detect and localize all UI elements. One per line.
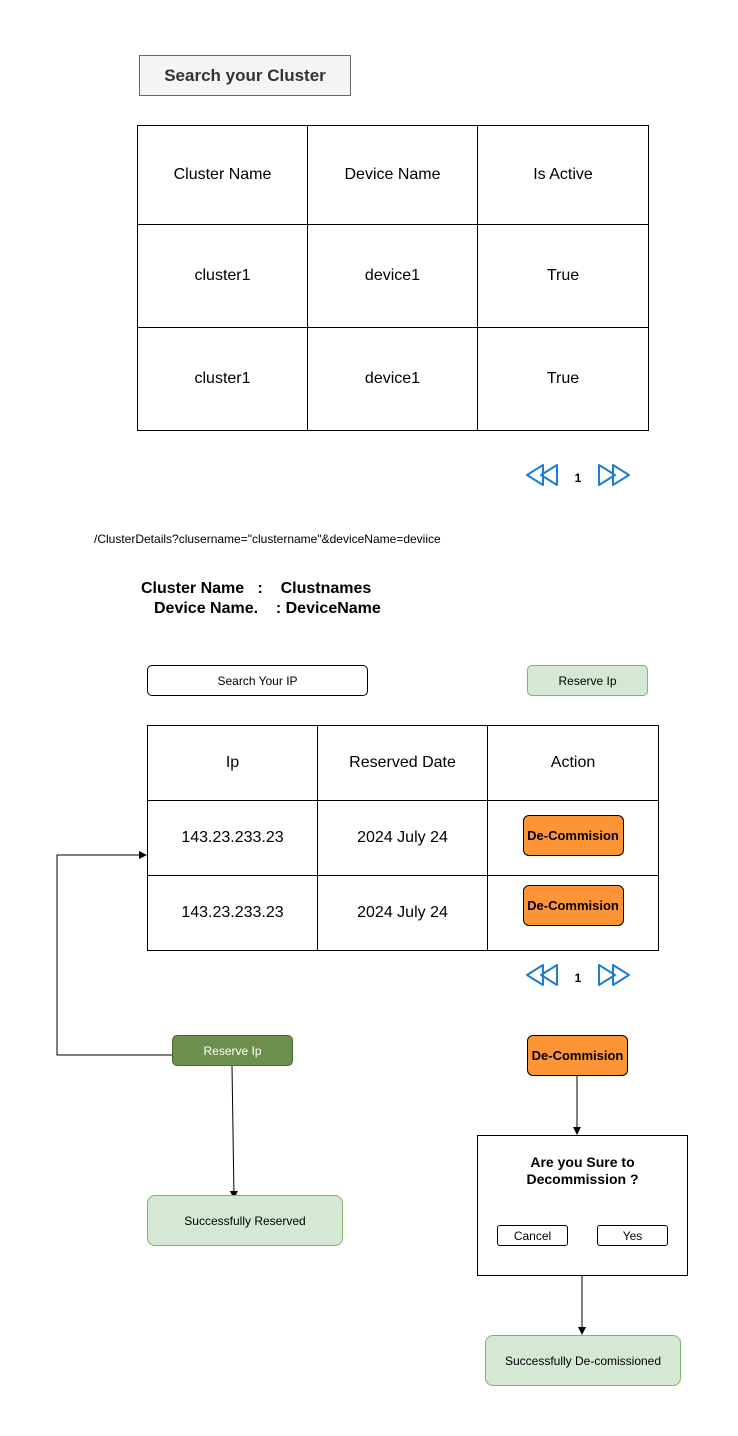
column-header-reserved-date: Reserved Date	[317, 725, 488, 801]
cell-is-active: True	[477, 224, 649, 328]
cell-action: De-Commision	[487, 800, 659, 876]
table-row[interactable]: 143.23.233.23 2024 July 24 De-Commision	[147, 875, 659, 951]
previous-page-icon[interactable]	[524, 963, 560, 992]
device-name-detail: Device Name. : DeviceName	[154, 600, 381, 617]
cell-action: De-Commision	[487, 875, 659, 951]
column-header-is-active: Is Active	[477, 125, 649, 225]
table-row[interactable]: cluster1 device1 True	[137, 224, 649, 328]
search-ip-input[interactable]: Search Your IP	[147, 665, 368, 696]
page-number: 1	[574, 470, 582, 485]
dialog-question: Are you Sure to Decommission ?	[526, 1154, 639, 1187]
reserve-ip-button[interactable]: Reserve Ip	[527, 665, 648, 696]
pager-top: 1	[524, 463, 632, 492]
cancel-button[interactable]: Cancel	[497, 1225, 568, 1246]
column-header-cluster-name: Cluster Name	[137, 125, 308, 225]
route-url: /ClusterDetails?clusername="clustername"…	[94, 532, 441, 546]
cell-cluster-name: cluster1	[137, 224, 308, 328]
table-row[interactable]: 143.23.233.23 2024 July 24 De-Commision	[147, 800, 659, 876]
cell-ip: 143.23.233.23	[147, 800, 318, 876]
pager-bottom: 1	[524, 963, 632, 992]
table-row[interactable]: cluster1 device1 True	[137, 327, 649, 431]
decommissioned-success-message: Successfully De-comissioned	[485, 1335, 681, 1386]
ip-table: Ip Reserved Date Action 143.23.233.23 20…	[147, 725, 659, 951]
yes-button[interactable]: Yes	[597, 1225, 668, 1246]
column-header-ip: Ip	[147, 725, 318, 801]
cell-reserved-date: 2024 July 24	[317, 800, 488, 876]
confirm-decommission-dialog: Are you Sure to Decommission ? Cancel Ye…	[477, 1135, 688, 1276]
column-header-action: Action	[487, 725, 659, 801]
reserve-to-success-arrow	[229, 1065, 238, 1199]
column-header-device-name: Device Name	[307, 125, 478, 225]
table-header-row: Ip Reserved Date Action	[147, 725, 659, 801]
search-cluster-button[interactable]: Search your Cluster	[139, 55, 351, 96]
previous-page-icon[interactable]	[524, 463, 560, 492]
reserve-ip-flow-button[interactable]: Reserve Ip	[172, 1035, 293, 1066]
cell-ip: 143.23.233.23	[147, 875, 318, 951]
decommission-button[interactable]: De-Commision	[522, 885, 624, 926]
next-page-icon[interactable]	[596, 963, 632, 992]
decommission-flow-button[interactable]: De-Commision	[527, 1035, 628, 1076]
cluster-name-detail: Cluster Name : Clustnames	[141, 580, 372, 597]
cell-is-active: True	[477, 327, 649, 431]
cell-cluster-name: cluster1	[137, 327, 308, 431]
page-number: 1	[574, 970, 582, 985]
cluster-table: Cluster Name Device Name Is Active clust…	[137, 125, 649, 431]
cell-device-name: device1	[307, 224, 478, 328]
decommission-button[interactable]: De-Commision	[522, 815, 624, 856]
cell-reserved-date: 2024 July 24	[317, 875, 488, 951]
table-header-row: Cluster Name Device Name Is Active	[137, 125, 649, 225]
next-page-icon[interactable]	[596, 463, 632, 492]
reserved-success-message: Successfully Reserved	[147, 1195, 343, 1246]
cell-device-name: device1	[307, 327, 478, 431]
